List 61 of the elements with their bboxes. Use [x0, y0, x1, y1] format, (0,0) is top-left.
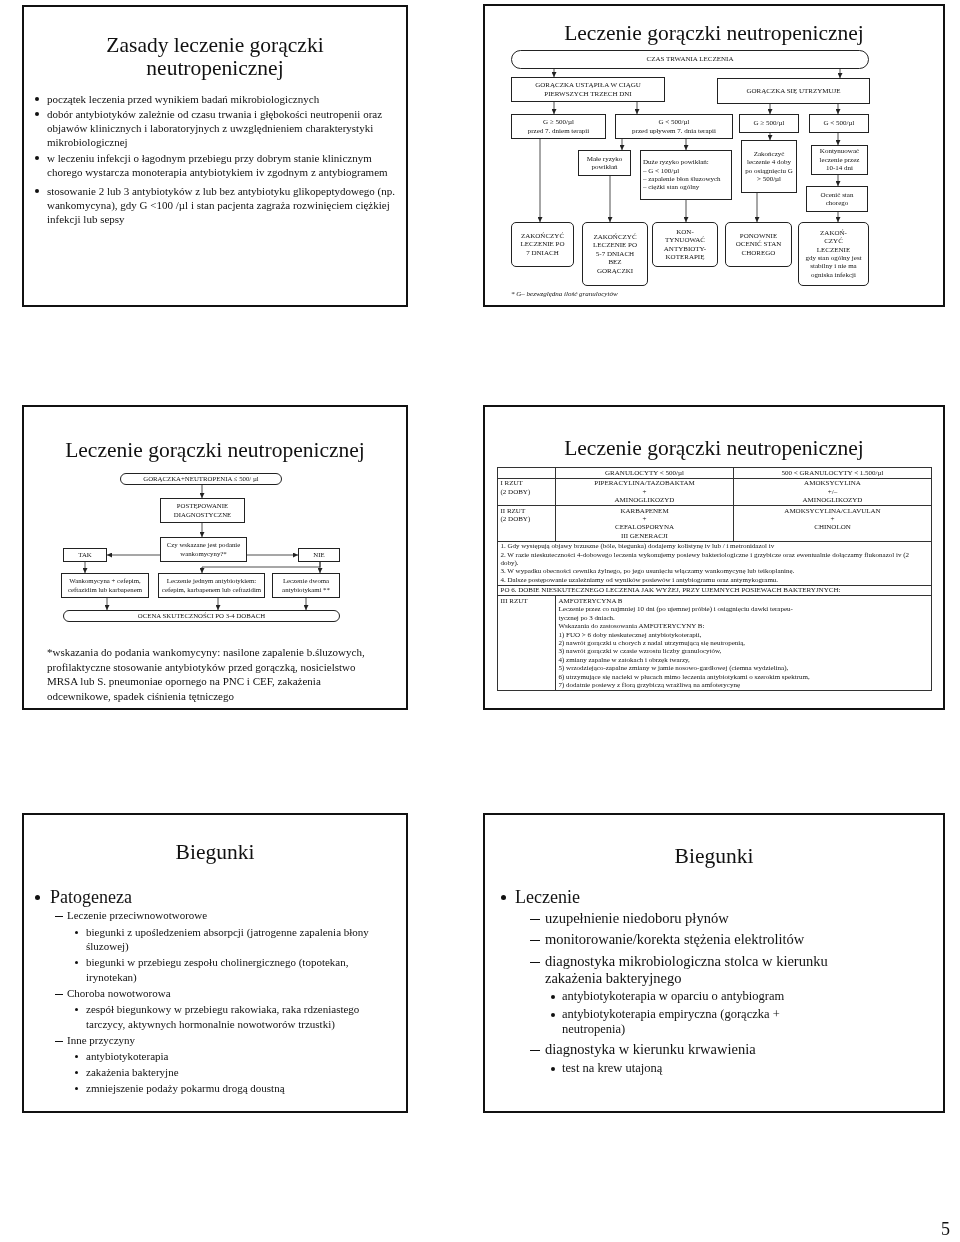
bullet-text: diagnostyka w kierunku krwawienia [545, 1041, 756, 1058]
rounded-box [798, 222, 869, 286]
rounded-box [652, 222, 718, 267]
bullet-text: antybiotykoterapia empiryczna (gorączka + neutropenia) [562, 1006, 781, 1037]
slide-frame [22, 405, 408, 710]
bullet-text: biegunki z upośledzeniem absorpcji (jatrogenne zapalenia błony śluzowej) [86, 924, 370, 954]
flow-box [511, 114, 606, 139]
footnote: *wskazania do podania wankomycyny: nasilone zapalenie b.śluzowych, profilaktyczne stosowanie antybiotyków przed gorączką, nosicielstwo MRSA lub S. pneumoniae opornego na PNC i CEF, zakażenia odcewnikowe, spadek ciśnienia tętniczego [47, 645, 366, 704]
slide-title: Biegunki [175, 840, 255, 864]
bullet-text: biegunki w przebiegu zespołu cholinergicznego (topotekan, irynotekan) [86, 955, 350, 984]
bullet-text: uzupełnienie niedoboru płynów [545, 909, 729, 927]
flow-box [640, 150, 732, 200]
bullet-text: diagnostyka mikrobiologiczna stolca w kierunku zakażenia bakteryjnego [545, 952, 829, 987]
flow-box [160, 498, 245, 523]
rounded-box [511, 222, 574, 267]
bullet-text: Leczenie [515, 886, 580, 908]
flow-box [298, 548, 340, 562]
slide-frame [483, 813, 945, 1113]
flow-box [272, 573, 340, 598]
bullet-text: Leczenie przeciwnowotworowe [67, 908, 208, 923]
rounded-box [511, 50, 869, 69]
slide-frame [22, 813, 408, 1113]
slide-frame [483, 405, 945, 710]
bullet-text: Inne przyczyny [67, 1032, 136, 1048]
slide-title: Biegunki [674, 844, 754, 868]
flow-box [809, 114, 869, 133]
bullet-text: monitorowanie/korekta stężenia elektrolitów [545, 931, 805, 948]
flow-box [160, 537, 247, 562]
arrow [767, 132, 773, 141]
flow-box [811, 145, 868, 175]
flow-box [615, 114, 733, 139]
slide-title: Leczenie gorączki neutropenicznej [564, 22, 864, 45]
slide-frame [483, 4, 945, 307]
bullet-text: w leczeniu infekcji o łagodnym przebiegu przy dobrym stanie klinicznym chorego wystarcza monoterapia antybiotykiem iv zgodnym z antybiogramem [47, 150, 389, 179]
flow-box [741, 140, 797, 193]
slide-title: Leczenie gorączki neutropenicznej [564, 437, 864, 460]
rounded-box [120, 473, 282, 485]
flow-box [61, 573, 149, 598]
slide-title: Leczenie gorączki neutropenicznej [65, 438, 365, 462]
flow-box [63, 548, 107, 562]
rounded-box [725, 222, 792, 267]
bullet-text: zakażenia bakteryjne [86, 1065, 179, 1080]
bullet-text: antybiotykoterapia [86, 1049, 169, 1064]
flow-box [578, 150, 631, 176]
bullet-text: Choroba nowotworowa [67, 985, 171, 1001]
bullet-text: zespół biegunkowy w przebiegu rakowiaka, raka rdzeniastego tarczycy, aktywnych hormonalnie nowotworów trzustki) [86, 1002, 361, 1031]
slide-frame [22, 5, 408, 307]
bullet-text: Patogeneza [50, 886, 132, 908]
bullet-text: test na krew utajoną [562, 1060, 663, 1076]
bullet-text: stosowanie 2 lub 3 antybiotyków z lub bez antybiotyku glikopeptydowego (np. wankomycyna), gdy G <100 /µl i stan pacjenta zagraża rozwinięciem ciężkiej infekcji lub sepsy [47, 183, 396, 226]
flow-box [717, 78, 870, 104]
rounded-box [63, 610, 340, 622]
bullet-text: początek leczenia przed wynikiem badań mikrobiologicznych [47, 91, 320, 106]
page-number: 5 [941, 1219, 950, 1239]
flow-box [511, 77, 665, 102]
flow-box [739, 114, 799, 133]
rounded-box [582, 222, 648, 286]
bullet-text: zmniejszenie podaży pokarmu drogą doustną [86, 1081, 285, 1096]
bullet-text: antybiotykoterapia w oparciu o antybiogram [562, 989, 785, 1004]
flow-box [806, 186, 868, 212]
slide-title: Zasady leczenie gorączki neutropenicznej [105, 33, 325, 80]
